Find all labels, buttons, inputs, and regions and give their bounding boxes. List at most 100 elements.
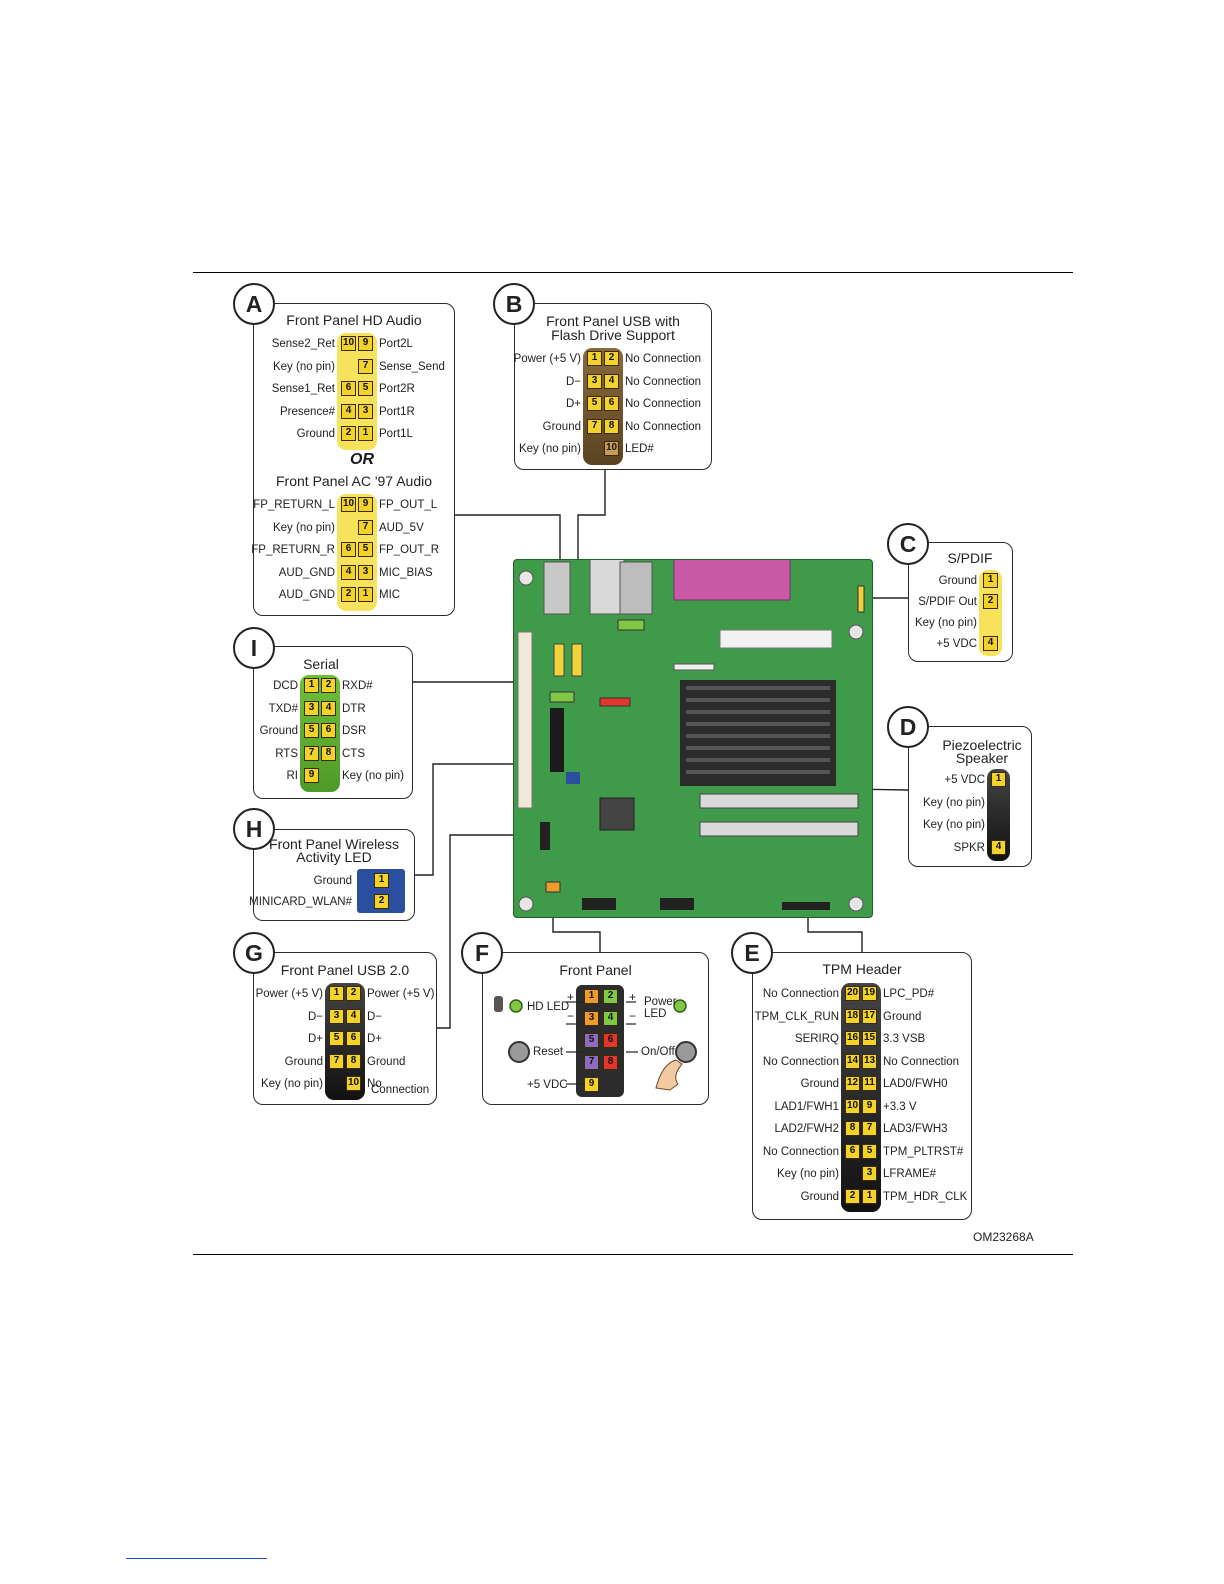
panel-e-pin: 1 <box>862 1188 877 1204</box>
panel-f-pin-5: 5 <box>584 1033 599 1048</box>
panel-a-hd-pin: 1 <box>358 426 373 441</box>
panel-i-pin: 1 <box>304 678 319 693</box>
panel-e-label-right: No Connection <box>883 1055 960 1068</box>
panel-e-label-left: No Connection <box>762 988 839 1000</box>
panel-f-letter: F <box>461 932 503 974</box>
panel-g-pin: 6 <box>346 1031 361 1046</box>
panel-d-pin: 1 <box>991 772 1006 787</box>
top-rule <box>193 272 1073 273</box>
panel-e-label-left: LAD2/FWH2 <box>774 1123 839 1135</box>
panel-b-pin: 4 <box>604 373 619 389</box>
panel-f-pin-3: 3 <box>584 1011 599 1026</box>
panel-b-label-left: Key (no pin) <box>518 443 581 455</box>
panel-c-pin: 4 <box>983 636 998 651</box>
panel-e-pin: 3 <box>862 1166 877 1181</box>
figure-id: OM23268A <box>973 1230 1034 1244</box>
panel-g-pin: 2 <box>346 986 361 1001</box>
panel-a-ac97-pin: 5 <box>358 542 373 557</box>
panel-g-pin: 3 <box>329 1008 344 1024</box>
panel-a-ac97-label-right: FP_OUT_R <box>379 544 440 556</box>
panel-e-label-left: No Connection <box>762 1145 839 1158</box>
panel-e-letter: E <box>731 932 773 974</box>
panel-e-pin: 7 <box>862 1121 877 1136</box>
panel-i-label-left: RI <box>286 770 299 782</box>
panel-f-reset-label: Reset <box>533 1046 564 1058</box>
panel-b-label-left: Ground <box>542 420 581 433</box>
panel-g-letter: G <box>233 932 275 974</box>
panel-e-label-right: TPM_HDR_CLK <box>883 1190 968 1203</box>
panel-c-label-left: Ground <box>938 575 977 587</box>
panel-i-title: Serial <box>303 656 339 672</box>
panel-d-speaker: Piezoelectric Speaker <box>908 726 1032 867</box>
panel-f-pwr-minus: − <box>629 1009 637 1023</box>
panel-c-pin: 1 <box>983 573 998 588</box>
panel-b-pin: 8 <box>604 418 619 434</box>
panel-b-pin: 6 <box>604 396 619 411</box>
panel-g-label-left: Power (+5 V) <box>255 988 323 1000</box>
panel-a-hd-pin: 2 <box>341 426 356 441</box>
panel-c-label-left: S/PDIF Out <box>918 596 977 608</box>
panel-e-pin: 11 <box>862 1076 877 1091</box>
panel-i-pin: 9 <box>304 768 319 783</box>
panel-a-title-hd: Front Panel HD Audio <box>286 312 422 328</box>
panel-f-pin-7: 7 <box>584 1055 599 1070</box>
panel-i-label-left: DCD <box>273 680 298 692</box>
panel-h-letter: H <box>233 808 275 850</box>
panel-f-pin-4: 4 <box>603 1011 618 1026</box>
panel-f-onoff-label: On/Off <box>641 1046 675 1058</box>
bottom-rule <box>193 1254 1073 1255</box>
panel-a-hd-label-left: Presence# <box>280 405 335 418</box>
panel-a-ac97-pin: 4 <box>341 564 356 580</box>
panel-e-label-left: Ground <box>800 1078 839 1090</box>
panel-i-label-right: Key (no pin) <box>342 770 405 782</box>
panel-f-hd-minus: − <box>567 1009 575 1023</box>
panel-b-label-left: D− <box>565 375 581 388</box>
panel-g-label-right: No <box>367 1078 382 1090</box>
panel-e-label-right: LFRAME# <box>883 1168 937 1180</box>
panel-e-pin: 16 <box>845 1031 860 1046</box>
panel-c-pin: 2 <box>983 594 998 609</box>
panel-a-hd-pin: 5 <box>358 381 373 396</box>
panel-h-title-line2: Activity LED <box>296 849 372 865</box>
panel-f-pin-9: 9 <box>584 1077 599 1092</box>
panel-g-label-left: Key (no pin) <box>260 1078 323 1090</box>
panel-d-title-line1: Piezoelectric <box>942 737 1022 753</box>
panel-e-pin: 13 <box>862 1053 877 1069</box>
panel-b-pin: 5 <box>587 396 602 411</box>
panel-e-pin: 19 <box>862 986 877 1001</box>
panel-e-label-left: LAD1/FWH1 <box>774 1100 839 1113</box>
panel-b-title-line1: Front Panel USB with <box>546 313 680 329</box>
panel-f-vdc-label: +5 VDC <box>527 1079 568 1091</box>
panel-a-hd-label-right: Port2L <box>379 338 413 350</box>
panel-d-label-left: Key (no pin) <box>922 819 985 831</box>
panel-g-pin: 1 <box>329 986 344 1001</box>
panel-e-label-left: SERIRQ <box>794 1033 839 1045</box>
panel-a-hd-pin: 7 <box>358 358 373 374</box>
panel-a-ac97-label-right: AUD_5V <box>379 521 424 534</box>
panel-h-label-left: Ground <box>313 875 352 887</box>
panel-b-letter: B <box>493 283 535 325</box>
panel-b-label-left: D+ <box>565 398 581 410</box>
panel-e-label-left: No Connection <box>762 1055 839 1068</box>
panel-b-pin: 7 <box>587 418 602 434</box>
panel-g-label-left: Ground <box>284 1055 323 1068</box>
panel-i-pin: 2 <box>321 678 336 693</box>
panel-f-pin-6: 6 <box>603 1033 618 1048</box>
panel-d-label-left: SPKR <box>953 841 985 854</box>
panel-i-pin: 8 <box>321 745 336 761</box>
panel-b-label-right: No Connection <box>625 375 702 388</box>
panel-i-label-right: RXD# <box>342 680 373 692</box>
panel-a-ac97-label-left: AUD_GND <box>278 589 335 601</box>
panel-b-pin: 1 <box>587 351 602 366</box>
panel-b-label-right: LED# <box>625 443 654 455</box>
panel-h-title-line1: Front Panel Wireless <box>269 836 399 852</box>
panel-a-hd-label-left: Ground <box>296 428 335 440</box>
panel-h-pin: 2 <box>374 894 389 909</box>
panel-i-pin: 5 <box>304 723 319 738</box>
panel-a-ac97-label-right: FP_OUT_L <box>379 499 438 511</box>
panel-a-ac97-pin: 1 <box>358 587 373 602</box>
panel-a-ac97-label-left: FP_RETURN_R <box>251 544 335 556</box>
panel-h-pin: 1 <box>374 873 389 888</box>
panel-f-power-led-line1: Power <box>644 996 677 1008</box>
panel-g-label-right: Power (+5 V) <box>367 988 435 1000</box>
